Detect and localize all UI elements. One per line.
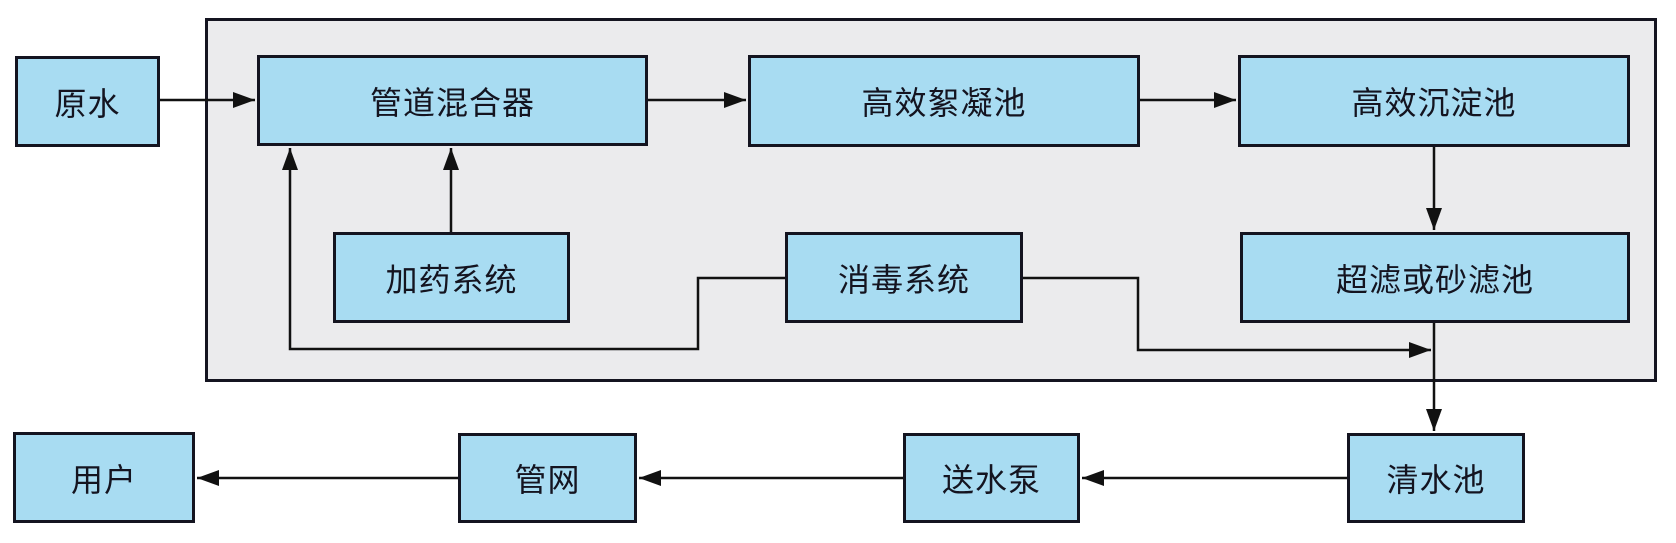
node-water-pump: 送水泵 bbox=[903, 433, 1080, 523]
node-pipe-network: 管网 bbox=[458, 433, 637, 523]
node-flocculation-tank: 高效絮凝池 bbox=[748, 55, 1140, 147]
node-pipe-mixer: 管道混合器 bbox=[257, 55, 648, 146]
node-sedimentation-tank-label: 高效沉淀池 bbox=[1351, 85, 1517, 121]
node-clear-water-tank: 清水池 bbox=[1347, 433, 1525, 523]
node-disinfection-system: 消毒系统 bbox=[785, 232, 1023, 323]
node-pipe-mixer-label: 管道混合器 bbox=[369, 84, 535, 121]
node-clear-water-tank-label: 清水池 bbox=[1386, 462, 1486, 498]
node-filter-tank: 超滤或砂滤池 bbox=[1240, 232, 1630, 323]
node-water-pump-label: 送水泵 bbox=[941, 462, 1041, 498]
node-flocculation-tank-label: 高效絮凝池 bbox=[861, 85, 1027, 121]
node-user: 用户 bbox=[13, 432, 195, 523]
node-disinfection-system-label: 消毒系统 bbox=[837, 261, 970, 298]
node-sedimentation-tank: 高效沉淀池 bbox=[1238, 55, 1630, 147]
node-raw-water: 原水 bbox=[15, 56, 160, 147]
node-dosing-system: 加药系统 bbox=[333, 232, 570, 323]
node-dosing-system-label: 加药系统 bbox=[385, 261, 518, 298]
node-user-label: 用户 bbox=[70, 461, 137, 498]
node-filter-tank-label: 超滤或砂滤池 bbox=[1335, 261, 1534, 298]
node-pipe-network-label: 管网 bbox=[514, 462, 581, 498]
node-raw-water-label: 原水 bbox=[54, 85, 121, 122]
